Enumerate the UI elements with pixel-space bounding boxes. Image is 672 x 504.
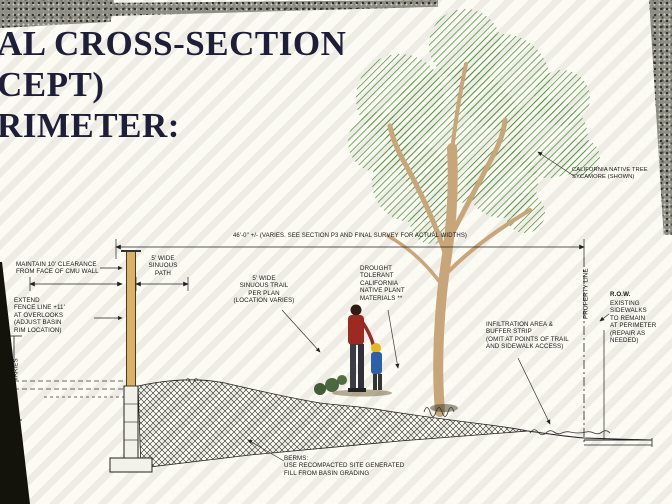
child-figure	[371, 343, 382, 390]
berm-crosshatch	[137, 379, 529, 469]
row-title-label: R.O.W.	[610, 291, 631, 298]
property-line-label: PROPERTY LINE	[582, 268, 590, 320]
varies-label: VARIES	[12, 358, 20, 382]
sinuous-path-label: 5' WIDE SINUOUS PATH	[148, 255, 178, 277]
slide-title: AL CROSS-SECTION CEPT) RIMETER:	[0, 23, 346, 146]
min-label: MIN	[14, 445, 22, 458]
extend-fence-label: EXTEND FENCE LINE +11' AT OVERLOOKS (ADJ…	[14, 297, 65, 334]
shrub-illustration	[185, 375, 458, 417]
drought-tolerant-label: DROUGHT TOLERANT CALIFORNIA NATIVE PLANT…	[360, 265, 405, 302]
infiltration-strip-mark	[529, 429, 611, 436]
clearance-dimension-line	[29, 265, 123, 321]
basin-water-lines	[14, 380, 124, 398]
tree-foliage-illustration	[348, 9, 600, 244]
fence-post	[121, 250, 141, 387]
maintain-clearance-label: MAINTAIN 10' CLEARANCE FROM FACE OF CMU …	[16, 261, 99, 276]
tree-trunk-illustration	[386, 62, 532, 417]
berms-label: BERMS: USE RECOMPACTED SITE GENERATED FI…	[284, 455, 405, 477]
native-tree-label: CALIFORNIA NATIVE TREE SYCAMORE (SHOWN)	[572, 167, 648, 180]
leader-lines	[247, 151, 610, 462]
title-line-2: CEPT)	[0, 65, 105, 104]
overall-dimension-line	[115, 239, 585, 259]
row-sidewalk	[584, 330, 653, 447]
title-line-1: AL CROSS-SECTION	[0, 24, 347, 63]
overall-width-dimension-label: 46'-0" +/- (VARIES. SEE SECTION P3 AND F…	[232, 233, 468, 239]
infiltration-label: INFILTRATION AREA & BUFFER STRIP (OMIT A…	[486, 321, 569, 351]
path-dimension-line	[135, 277, 189, 291]
row-body-label: EXISTING SIDEWALKS TO REMAIN AT PERIMETE…	[610, 300, 657, 345]
ground-line	[527, 430, 651, 441]
title-line-3: RIMETER:	[0, 106, 180, 145]
cmu-wall	[109, 385, 153, 473]
sinuous-trail-label: 5' WIDE SINUOUS TRAIL PER PLAN (LOCATION…	[233, 275, 295, 305]
